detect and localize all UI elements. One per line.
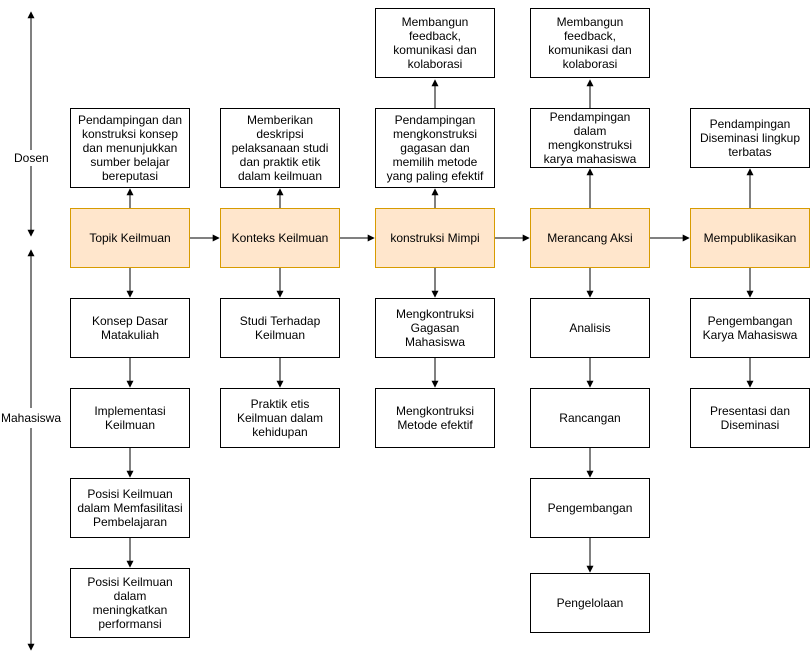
mahasiswa-box-posisi-pembelajaran: Posisi Keilmuan dalam Memfasilitasi Pemb… bbox=[70, 478, 190, 538]
mahasiswa-box-presentasi: Presentasi dan Diseminasi bbox=[690, 388, 810, 448]
dosen-box-feedback-2: Membangun feedback, komunikasi dan kolab… bbox=[530, 8, 650, 78]
main-step-konstruksi-mimpi: konstruksi Mimpi bbox=[375, 208, 495, 268]
main-step-merancang-aksi: Merancang Aksi bbox=[530, 208, 650, 268]
mahasiswa-box-gagasan: Mengkontruksi Gagasan Mahasiswa bbox=[375, 298, 495, 358]
mahasiswa-box-studi: Studi Terhadap Keilmuan bbox=[220, 298, 340, 358]
dosen-box-diseminasi: Pendampingan Diseminasi lingkup terbatas bbox=[690, 108, 810, 168]
mahasiswa-box-konsep-dasar: Konsep Dasar Matakuliah bbox=[70, 298, 190, 358]
dosen-box-konteks: Memberikan deskripsi pelaksanaan studi d… bbox=[220, 108, 340, 188]
main-step-topik-keilmuan: Topik Keilmuan bbox=[70, 208, 190, 268]
mahasiswa-box-pengelolaan: Pengelolaan bbox=[530, 573, 650, 633]
mahasiswa-box-praktik-etis: Praktik etis Keilmuan dalam kehidupan bbox=[220, 388, 340, 448]
dosen-box-feedback-1: Membangun feedback, komunikasi dan kolab… bbox=[375, 8, 495, 78]
dosen-box-karya: Pendampingan dalam mengkonstruksi karya … bbox=[530, 108, 650, 168]
dosen-box-topik: Pendampingan dan konstruksi konsep dan m… bbox=[70, 108, 190, 188]
mahasiswa-box-rancangan: Rancangan bbox=[530, 388, 650, 448]
dosen-label: Dosen bbox=[13, 151, 50, 165]
mahasiswa-box-pengembangan-karya: Pengembangan Karya Mahasiswa bbox=[690, 298, 810, 358]
mahasiswa-box-metode: Mengkontruksi Metode efektif bbox=[375, 388, 495, 448]
main-step-konteks-keilmuan: Konteks Keilmuan bbox=[220, 208, 340, 268]
mahasiswa-box-pengembangan: Pengembangan bbox=[530, 478, 650, 538]
mahasiswa-box-posisi-performansi: Posisi Keilmuan dalam meningkatkan perfo… bbox=[70, 568, 190, 638]
mahasiswa-box-analisis: Analisis bbox=[530, 298, 650, 358]
mahasiswa-box-implementasi: Implementasi Keilmuan bbox=[70, 388, 190, 448]
main-step-mempublikasikan: Mempublikasikan bbox=[690, 208, 810, 268]
mahasiswa-label: Mahasiswa bbox=[0, 411, 63, 425]
dosen-box-mimpi: Pendampingan mengkonstruksi gagasan dan … bbox=[375, 108, 495, 188]
